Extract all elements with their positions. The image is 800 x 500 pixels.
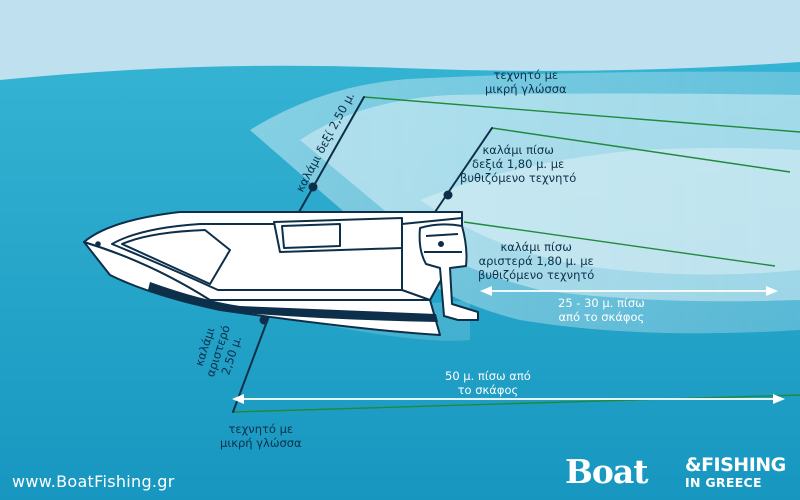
label-lure-top-right: τεχνητό με μικρή γλώσσα [485,68,567,96]
website-link[interactable]: www.BoatFishing.gr [12,472,175,491]
logo-greece-text: IN GREECE [685,475,762,490]
logo-fishing-text: &FISHING [685,454,786,476]
rod-reel [259,315,269,325]
rod-reel [443,190,453,200]
outboard-motor [418,223,479,321]
rod-right-front [289,96,365,229]
boat [83,211,479,336]
distance-arrows [232,286,785,404]
brand-logo: Boat &FISHING IN GREECE [565,452,793,496]
line-left-front [232,394,800,413]
label-distance-long: 50 μ. πίσω από το σκάφος [445,369,531,397]
label-rod-rear-left: καλάμι πίσω αριστερά 1,80 μ. με βυθιζόμε… [478,240,595,282]
label-rod-rear-right: καλάμι πίσω δεξιά 1,80 μ. με βυθιζόμενο … [460,143,577,185]
label-lure-bottom-left: τεχνητό με μικρή γλώσσα [220,422,302,450]
label-distance-short: 25 - 30 μ. πίσω από το σκάφος [558,296,645,324]
line-rear-left [463,221,776,267]
rod-rear-right [434,127,493,213]
line-right-front [363,96,800,133]
fishing-lines [232,96,800,413]
rod-reel [308,182,318,192]
boat-hull-stripe [148,282,438,322]
logo-boat-text: Boat [565,452,649,491]
line-rear-right [491,127,791,173]
